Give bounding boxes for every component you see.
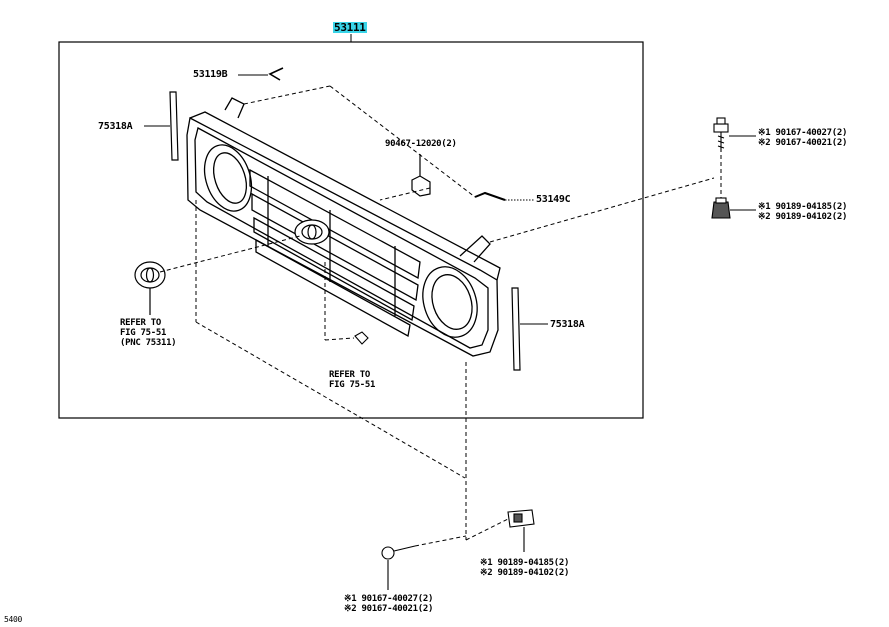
part-label-75318a-right: 75318A bbox=[550, 319, 585, 330]
part-label-53119b: 53119B bbox=[193, 69, 228, 80]
right-screw-label: ※1 90167-40027(2) ※2 90167-40021(2) bbox=[758, 128, 848, 148]
moulding-left bbox=[169, 91, 179, 161]
right-nut-label: ※1 90189-04185(2) ※2 90189-04102(2) bbox=[758, 202, 848, 222]
emblem-part bbox=[134, 261, 166, 315]
part-label-53149c: 53149C bbox=[536, 194, 571, 205]
center-clip bbox=[354, 331, 369, 345]
refer-note-center: REFER TO FIG 75-51 bbox=[329, 370, 376, 390]
radiator-grille bbox=[186, 97, 501, 357]
part-label-90467: 90467-12020(2) bbox=[385, 139, 457, 149]
screw-right bbox=[713, 117, 729, 152]
corner-code: 5400 bbox=[4, 615, 23, 624]
refer-note-left: REFER TO FIG 75-51 (PNC 75311) bbox=[120, 318, 177, 348]
nut-bottom bbox=[507, 509, 535, 552]
bottom-screw-label: ※1 90167-40027(2) ※2 90167-40021(2) bbox=[344, 594, 434, 614]
clip-90467 bbox=[411, 154, 431, 197]
grille-emblem bbox=[294, 219, 330, 245]
seal-53149c bbox=[474, 191, 506, 201]
bottom-nut-label: ※1 90189-04185(2) ※2 90189-04102(2) bbox=[480, 558, 570, 578]
nut-right bbox=[711, 197, 731, 219]
moulding-right bbox=[511, 287, 521, 371]
part-label-75318a-left: 75318A bbox=[98, 121, 133, 132]
main-part-label: 53111 bbox=[333, 21, 367, 34]
screw-bottom bbox=[381, 545, 416, 590]
clip-53119b bbox=[268, 67, 284, 81]
